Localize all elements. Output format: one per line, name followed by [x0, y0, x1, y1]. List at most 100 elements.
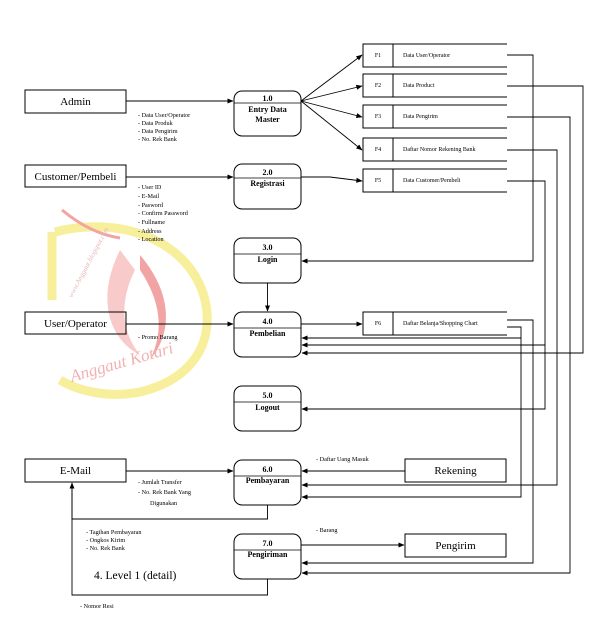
note-line: - Fullname: [138, 219, 165, 226]
note-line: Digunakan: [150, 500, 177, 507]
note-line: - Jumlah Transfer: [138, 479, 182, 486]
flow-f4-to-pembayaran: [301, 149, 558, 488]
process-4: 4.0 Pembelian: [233, 311, 302, 358]
datastore-f2-id: F2: [375, 83, 381, 89]
process-1-name: Entry Data: [248, 105, 286, 114]
note-line: - User ID: [138, 184, 162, 191]
note-admin-flow: - Data User/Operator - Data Produk - Dat…: [138, 112, 190, 143]
datastore-f2-name: Data Product: [403, 83, 435, 89]
datastore-f5-id: F5: [375, 178, 381, 184]
process-7-name: Pengiriman: [248, 550, 289, 559]
process-3-number: 3.0: [263, 243, 273, 252]
watermark-swoosh: [61, 208, 121, 240]
watermark-name: Anggaut Kotari: [67, 338, 176, 386]
flow-entry-to-f2: [300, 84, 363, 102]
note-transfer-flow: - Jumlah Transfer - No. Rek Bank Yang Di…: [138, 479, 191, 507]
entity-pengirim: Pengirim: [404, 533, 507, 558]
datastore-f1-name: Data User/Operator: [403, 53, 450, 59]
note-registration-flow: - User ID - E-Mail - Pasword - Confirm P…: [138, 184, 189, 243]
datastore-f1-id: F1: [375, 53, 381, 59]
process-2-number: 2.0: [263, 168, 273, 177]
process-6-name: Pembayaran: [246, 476, 290, 485]
entity-customer-label: Customer/Pembeli: [35, 171, 117, 183]
entity-customer: Customer/Pembeli: [24, 164, 127, 188]
entity-admin: Admin: [24, 89, 127, 114]
note-daftar-uang: - Daftar Uang Masuk: [316, 456, 370, 463]
process-5: 5.0 Logout: [233, 385, 302, 432]
process-1-name-line2: Master: [255, 115, 280, 124]
flow-f6-to-pengiriman: [301, 319, 534, 566]
datastore-f3: F3 Data Pengirim: [362, 104, 507, 129]
process-1: 1.0 Entry Data Master: [233, 90, 302, 137]
process-7-number: 7.0: [263, 539, 273, 548]
note-line: - Ongkos Kirim: [86, 537, 125, 544]
watermark-flame-right: [140, 255, 167, 360]
entity-pengirim-label: Pengirim: [435, 540, 476, 552]
datastore-f3-id: F3: [375, 114, 381, 120]
note-line: - Data Produk: [138, 120, 174, 127]
datastore-f3-name: Data Pengirim: [403, 114, 438, 120]
diagram-caption: 4. Level 1 (detail): [94, 570, 177, 582]
datastore-f4-id: F4: [375, 147, 381, 153]
flow-f2-to-pembelian: [301, 85, 584, 356]
process-4-name: Pembelian: [250, 329, 287, 338]
flow-entry-to-f4: [300, 100, 363, 151]
note-line: - Confirm Password: [138, 210, 189, 217]
process-7: 7.0 Pengiriman: [233, 533, 302, 580]
datastore-f6: F6 Daftar Belanja/Shopping Chart: [362, 311, 507, 336]
watermark-flame-left: [107, 250, 140, 355]
process-5-number: 5.0: [263, 391, 273, 400]
datastore-f4-name: Daftar Nomor Rekening Bank: [403, 146, 475, 153]
note-line: - No. Rek Bank Yang: [138, 489, 191, 496]
note-nomor-resi: - Nomor Resi: [80, 603, 114, 610]
flow-f5-to-logout: [301, 345, 546, 412]
flow-entry-to-f3: [300, 100, 363, 118]
entity-email-label: E-Mail: [60, 465, 91, 477]
process-6: 6.0 Pembayaran: [233, 459, 302, 506]
flow-pengiriman-to-email: [71, 483, 268, 596]
note-promo: - Promo Barang: [138, 334, 178, 341]
entity-rekening: Rekening: [404, 458, 507, 483]
note-line: - Data Pengirim: [138, 128, 178, 135]
datastore-f2: F2 Data Product: [362, 73, 507, 98]
flow-entry-to-f1: [300, 54, 363, 102]
note-line: - Pasword: [138, 202, 164, 209]
datastore-f6-id: F6: [375, 321, 381, 327]
flow-registrasi-to-f5: [301, 176, 363, 183]
datastore-f6-name: Daftar Belanja/Shopping Chart: [403, 320, 478, 327]
flow-f3-to-pengiriman: [301, 116, 571, 576]
process-4-number: 4.0: [263, 317, 273, 326]
note-line: - Address: [138, 228, 162, 235]
watermark-logo: www.Anggaut.blogspot.com Anggaut Kotari: [47, 208, 212, 399]
note-barang: - Barang: [316, 527, 337, 534]
entity-user-operator-label: User/Operator: [44, 318, 107, 330]
note-line: - Tagihan Pembayaran: [86, 529, 141, 536]
flow-f5-to-pembelian: [301, 180, 546, 348]
note-line: - Data User/Operator: [138, 112, 190, 119]
note-line: - No. Rek Bank: [86, 545, 126, 552]
datastore-f4: F4 Daftar Nomor Rekening Bank: [362, 137, 507, 162]
entity-admin-label: Admin: [60, 96, 91, 108]
entity-email: E-Mail: [24, 458, 127, 483]
process-2: 2.0 Registrasi: [233, 163, 302, 210]
process-3-name: Login: [257, 255, 278, 264]
process-3: 3.0 Login: [233, 237, 302, 284]
note-line: - Location: [138, 236, 164, 243]
watermark-ring: [53, 222, 212, 399]
entity-user-operator: User/Operator: [24, 311, 127, 335]
datastore-f5: F5 Data Customer/Pembeli: [362, 168, 507, 193]
note-tagihan-flow: - Tagihan Pembayaran - Ongkos Kirim - No…: [86, 529, 141, 552]
flow-f1-to-login: [301, 54, 534, 264]
datastore-f5-name: Data Customer/Pembeli: [403, 178, 461, 184]
note-line: - No. Rek Bank: [138, 136, 178, 143]
process-5-name: Logout: [255, 403, 280, 412]
flow-f6-to-pembelian: [301, 326, 522, 341]
process-1-number: 1.0: [263, 94, 273, 103]
entity-rekening-label: Rekening: [434, 465, 477, 477]
note-line: - E-Mail: [138, 193, 159, 200]
flow-f6-to-pembayaran: [301, 338, 522, 500]
datastore-f1: F1 Data User/Operator: [362, 43, 507, 68]
process-6-number: 6.0: [263, 465, 273, 474]
watermark-url: www.Anggaut.blogspot.com: [67, 226, 111, 299]
